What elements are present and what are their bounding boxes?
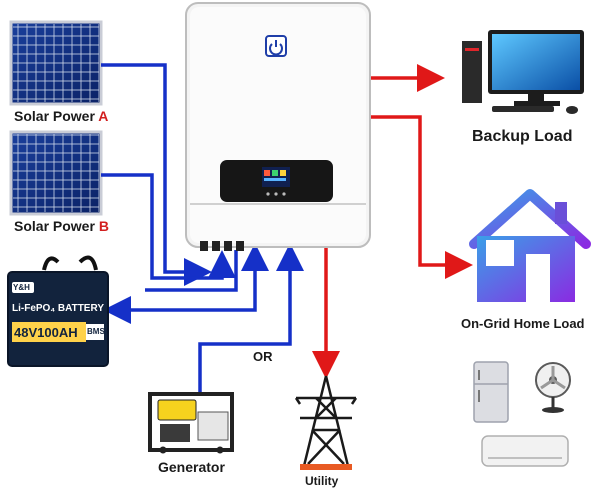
battery-badge: BMS <box>87 327 105 336</box>
battery-rating: 48V100AH <box>14 325 78 340</box>
generator-label: Generator <box>158 459 225 475</box>
generator-icon <box>148 392 234 454</box>
or-label: OR <box>253 349 273 364</box>
inverter-terminals <box>200 241 244 251</box>
power-icon <box>265 35 287 57</box>
battery-brand: Y&H <box>13 283 30 292</box>
backup-load-computer-icon <box>462 30 584 114</box>
solar-b-letter: B <box>98 218 109 234</box>
solar-a-label: Solar Power A <box>14 108 108 124</box>
lcd-display-icon <box>220 160 333 202</box>
home-icon <box>469 189 591 302</box>
solar-a-letter: A <box>98 108 109 124</box>
utility-label: Utility <box>305 474 339 488</box>
battery-icon <box>7 255 109 367</box>
backup-load-label: Backup Load <box>472 128 573 145</box>
hybrid-inverter <box>185 2 371 251</box>
fan-icon <box>535 362 571 413</box>
solar-a-prefix: Solar Power <box>14 108 99 124</box>
home-load-label: On-Grid Home Load <box>461 316 585 331</box>
solar-b-label: Solar Power B <box>14 218 109 234</box>
battery-type: Li-FePO₄ BATTERY <box>12 303 104 314</box>
solar-b-prefix: Solar Power <box>14 218 99 234</box>
solar-panel-b-icon <box>9 130 103 216</box>
air-conditioner-icon <box>481 435 569 467</box>
refrigerator-icon <box>473 361 509 423</box>
ac-wiring <box>312 64 473 379</box>
utility-tower-icon <box>294 375 358 470</box>
dc-wiring <box>101 63 304 392</box>
solar-panel-a-icon <box>9 20 103 106</box>
